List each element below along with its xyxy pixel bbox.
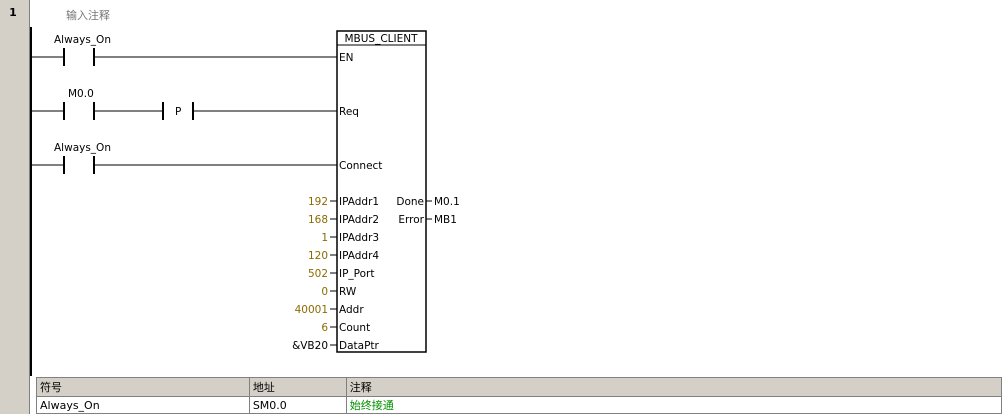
param-value[interactable]: 192 xyxy=(308,196,328,208)
param-ipaddr1[interactable]: 192 IPAddr1 xyxy=(308,196,379,208)
network-comment-area[interactable]: 输入注释 xyxy=(30,0,1007,28)
network-number[interactable]: 1 xyxy=(9,6,17,19)
param-ipaddr4[interactable]: 120 IPAddr4 xyxy=(308,250,379,262)
param-dataptr[interactable]: &VB20 DataPtr xyxy=(292,340,379,352)
table-row[interactable]: Always_On SM0.0 始终接通 xyxy=(36,396,1003,414)
param-pin: DataPtr xyxy=(339,340,380,352)
pin-connect: Connect xyxy=(339,160,382,172)
param-value[interactable]: 0 xyxy=(321,286,328,298)
header-symbol[interactable]: 符号 xyxy=(36,377,250,397)
block-body xyxy=(336,30,427,353)
param-value[interactable]: 168 xyxy=(308,214,328,226)
pin-en: EN xyxy=(339,52,354,64)
param-pin: Addr xyxy=(339,304,364,316)
param-pin: IPAddr3 xyxy=(339,232,379,244)
param-value[interactable]: 502 xyxy=(308,268,328,280)
param-value[interactable]: 120 xyxy=(308,250,328,262)
param-pin: IP_Port xyxy=(339,268,375,280)
network-gutter: 1 xyxy=(0,0,30,414)
param-pin: IPAddr4 xyxy=(339,250,379,262)
param-pin: RW xyxy=(339,286,357,298)
ladder-diagram: Always_On P M0.0 Always_On MBUS_CLIENT E… xyxy=(30,27,460,376)
output-pin: Done xyxy=(396,196,424,208)
param-value[interactable]: 1 xyxy=(321,232,328,244)
symbol-table: 符号 地址 注释 Always_On SM0.0 始终接通 xyxy=(36,377,1003,414)
contact-label[interactable]: M0.0 xyxy=(68,88,94,100)
network-comment[interactable]: 输入注释 xyxy=(66,9,110,22)
output-value[interactable]: MB1 xyxy=(434,214,457,226)
header-comment[interactable]: 注释 xyxy=(345,377,1003,397)
output-value[interactable]: M0.1 xyxy=(434,196,460,208)
param-ipaddr3[interactable]: 1 IPAddr3 xyxy=(321,232,379,244)
param-pin: IPAddr2 xyxy=(339,214,379,226)
param-value[interactable]: &VB20 xyxy=(292,340,328,352)
symbol-cell[interactable]: Always_On xyxy=(36,396,250,414)
block-title: MBUS_CLIENT xyxy=(344,33,418,45)
param-count[interactable]: 6 Count xyxy=(321,322,370,334)
contact-label[interactable]: Always_On xyxy=(54,142,111,154)
symbol-table-header: 符号 地址 注释 xyxy=(36,377,1003,397)
pin-req: Req xyxy=(339,106,359,118)
param-value[interactable]: 40001 xyxy=(295,304,328,316)
output-pin: Error xyxy=(398,214,424,226)
param-pin: Count xyxy=(339,322,370,334)
edge-contact-label[interactable]: P xyxy=(175,106,181,118)
param-addr[interactable]: 40001 Addr xyxy=(295,304,365,316)
contact-label[interactable]: Always_On xyxy=(54,34,111,46)
address-cell[interactable]: SM0.0 xyxy=(248,396,347,414)
mbus-client-block[interactable]: MBUS_CLIENT EN Req Connect 192 IPAddr1 1… xyxy=(292,30,460,353)
header-address[interactable]: 地址 xyxy=(248,377,347,397)
rung-req[interactable]: P M0.0 xyxy=(31,88,337,120)
param-value[interactable]: 6 xyxy=(321,322,328,334)
param-ipaddr2[interactable]: 168 IPAddr2 xyxy=(308,214,379,226)
param-rw[interactable]: 0 RW xyxy=(321,286,357,298)
param-ip-port[interactable]: 502 IP_Port xyxy=(308,268,375,280)
output-error[interactable]: Error MB1 xyxy=(398,214,457,226)
comment-cell[interactable]: 始终接通 xyxy=(345,396,1003,414)
rung-connect[interactable]: Always_On xyxy=(31,142,337,174)
rung-en[interactable]: Always_On xyxy=(31,34,337,66)
output-done[interactable]: Done M0.1 xyxy=(396,196,459,208)
param-pin: IPAddr1 xyxy=(339,196,379,208)
